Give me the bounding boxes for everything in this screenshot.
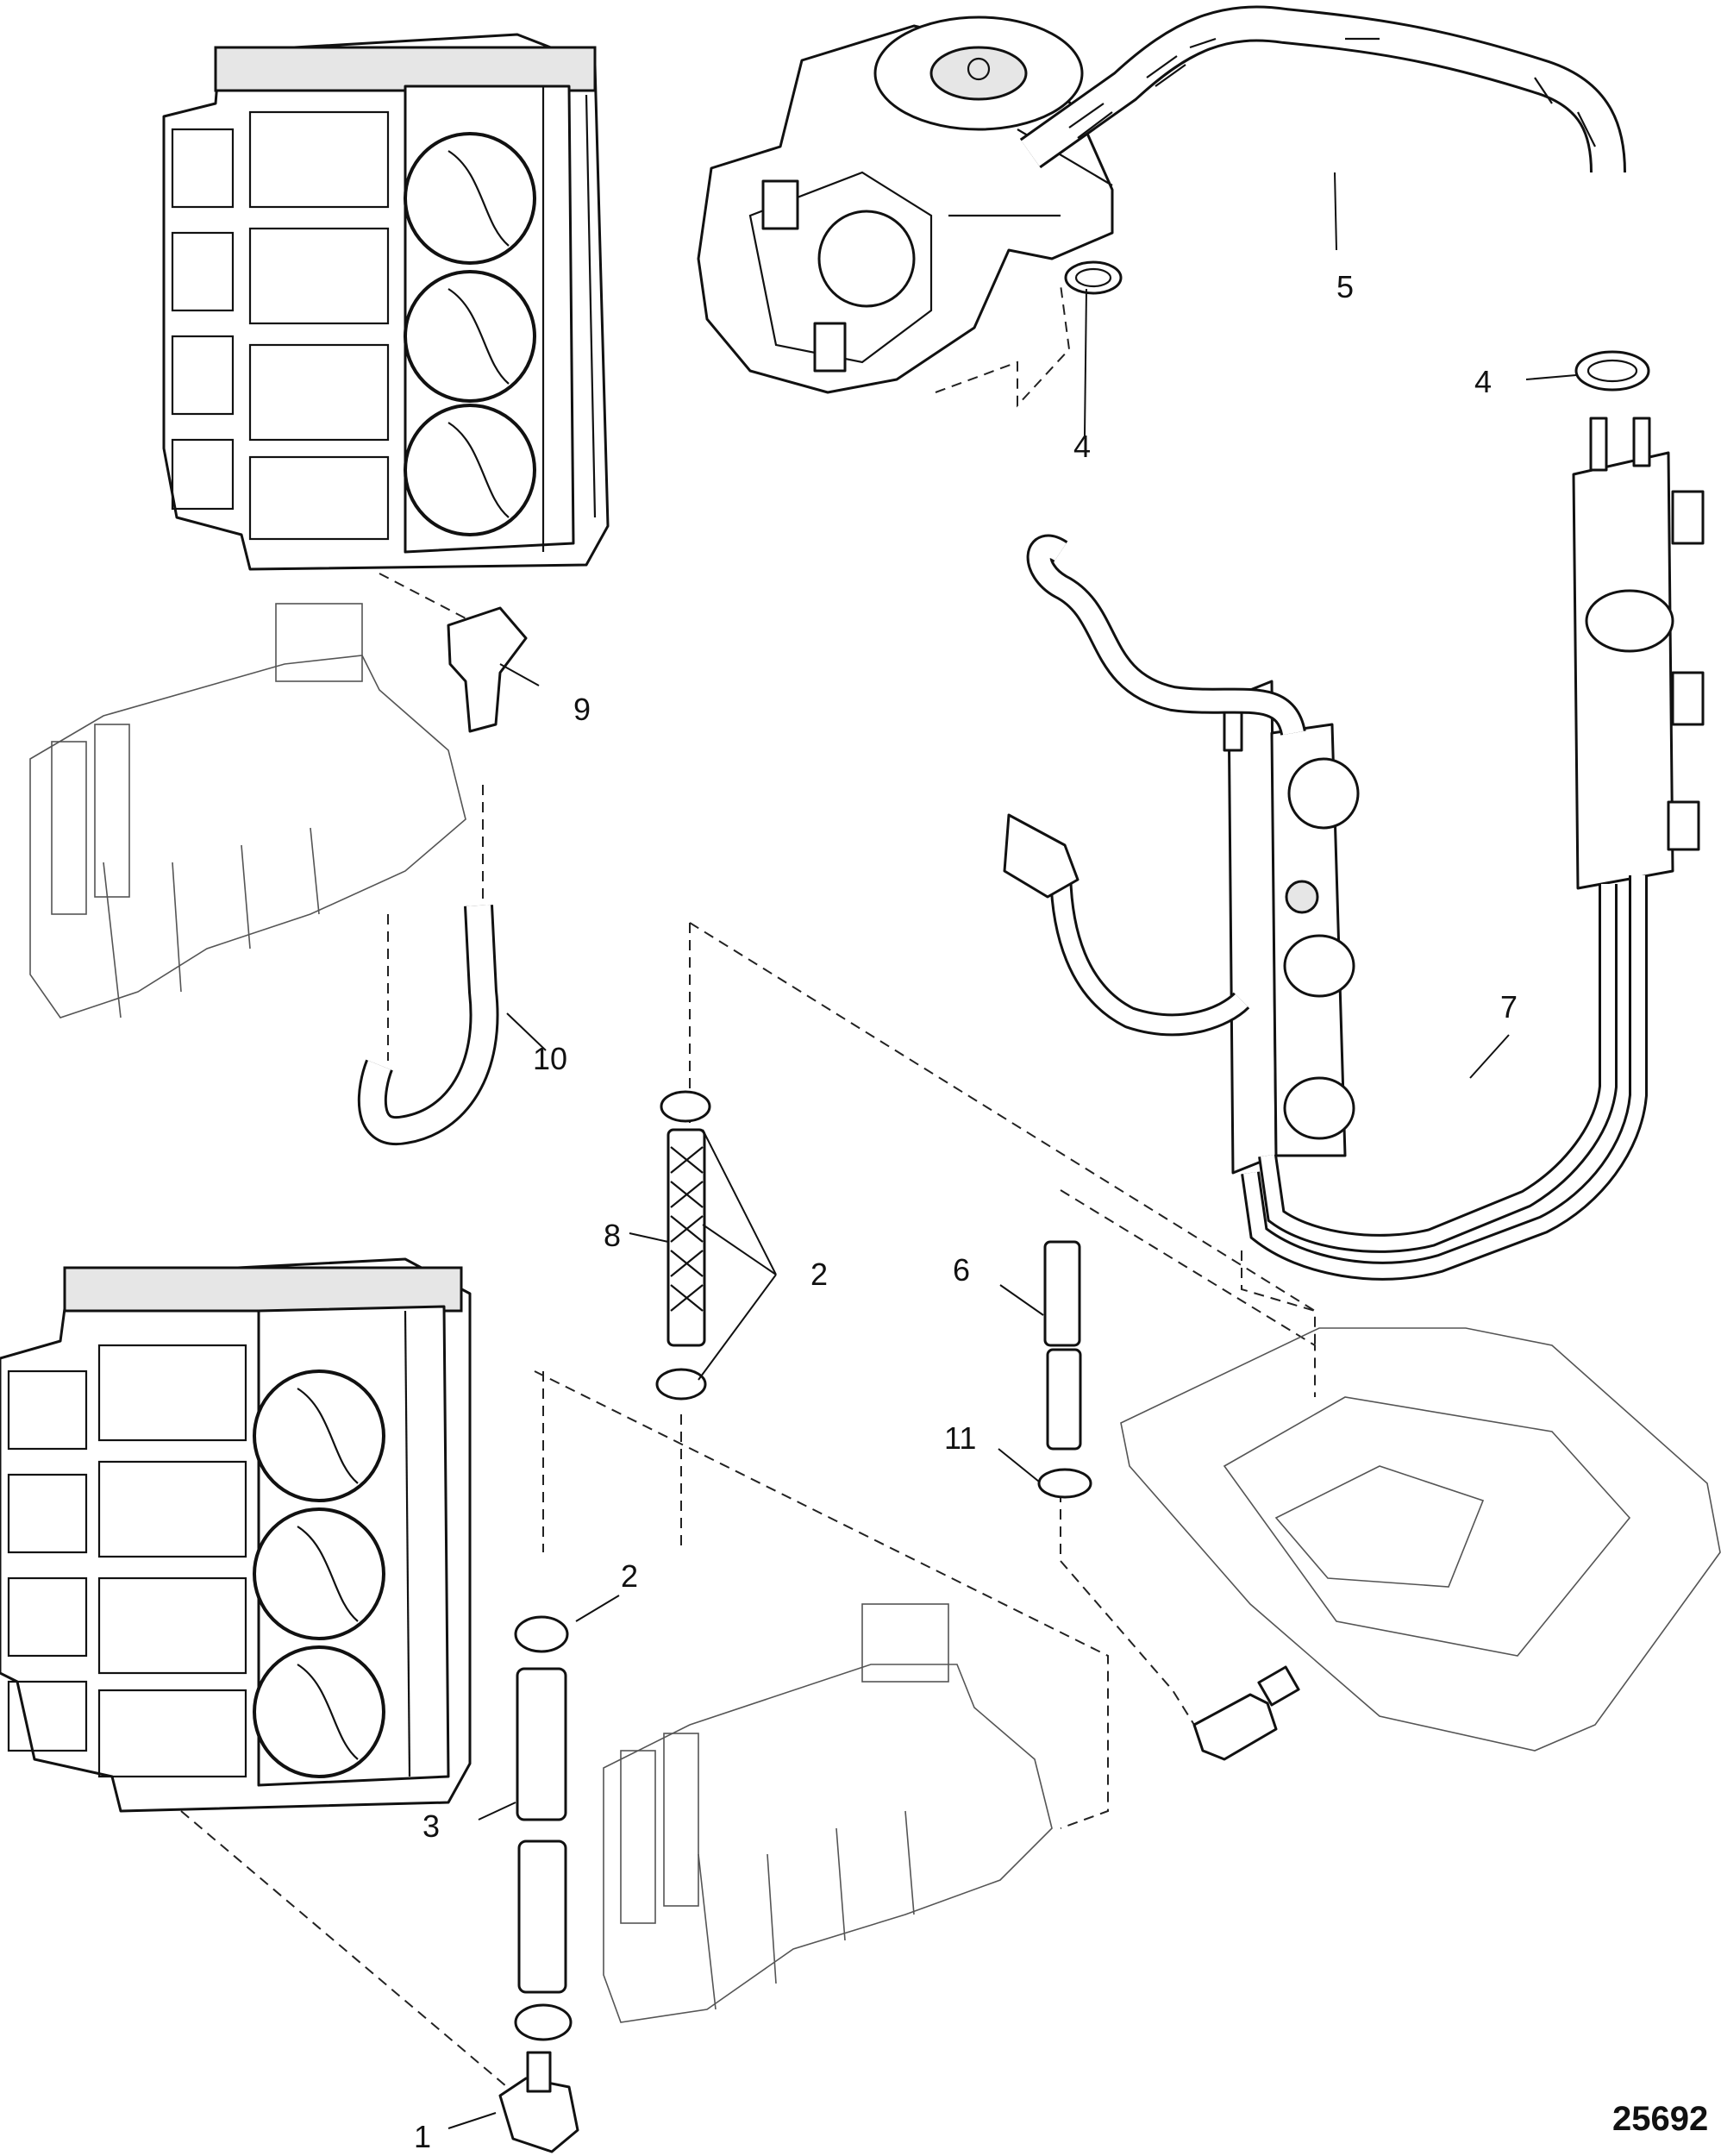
hose-clamp bbox=[660, 1090, 711, 1123]
hose-clamp bbox=[1037, 1468, 1092, 1499]
cylinder-block-lower bbox=[0, 1257, 472, 1813]
hose-segment bbox=[1043, 1240, 1082, 1451]
callout-4: 4 bbox=[1073, 429, 1091, 464]
callout-2: 2 bbox=[621, 1558, 638, 1594]
callout-1: 1 bbox=[414, 2119, 431, 2154]
barbed-fitting bbox=[1192, 1665, 1300, 1761]
drain-hose bbox=[357, 905, 499, 1146]
figure-number: 25692 bbox=[1612, 2100, 1708, 2138]
callout-labels: 1 2 2 3 4 4 5 6 7 8 9 10 11 25692 bbox=[414, 269, 1708, 2154]
adapter-plate-phantom bbox=[1120, 1327, 1721, 1752]
callout-10: 10 bbox=[533, 1041, 567, 1076]
callout-6: 6 bbox=[953, 1252, 970, 1288]
elbow-fitting bbox=[498, 2051, 579, 2153]
callout-5: 5 bbox=[1336, 269, 1354, 304]
fuel-rail-starboard bbox=[1572, 417, 1705, 890]
hose-clamp bbox=[655, 1368, 707, 1401]
intake-manifold-phantom-upper bbox=[29, 603, 466, 1018]
callout-8: 8 bbox=[604, 1218, 621, 1253]
fuel-line-assembly bbox=[1241, 875, 1648, 1281]
hose-segment bbox=[516, 1667, 567, 1994]
braided-hose bbox=[666, 1128, 706, 1347]
vent-hose bbox=[1003, 813, 1250, 1037]
callout-11: 11 bbox=[944, 1420, 976, 1456]
callout-leaders bbox=[447, 172, 1577, 2129]
fuel-pump bbox=[697, 16, 1114, 394]
cylinder-block-upper bbox=[162, 33, 610, 571]
callout-3: 3 bbox=[422, 1808, 440, 1844]
braided-fuel-hose bbox=[1019, 5, 1626, 173]
return-hose bbox=[1026, 534, 1306, 736]
callout-4: 4 bbox=[1474, 364, 1492, 399]
elbow-fitting bbox=[447, 606, 528, 733]
intake-manifold-phantom-lower bbox=[603, 1603, 1053, 2023]
hose-clamp bbox=[1064, 260, 1123, 295]
callout-2: 2 bbox=[810, 1257, 828, 1292]
callout-7: 7 bbox=[1500, 989, 1518, 1025]
hose-clamp bbox=[514, 1615, 569, 1653]
hose-clamp bbox=[514, 2003, 573, 2041]
fuel-rail-port bbox=[1223, 680, 1360, 1175]
hose-clamp bbox=[1574, 350, 1650, 392]
callout-9: 9 bbox=[573, 692, 591, 727]
